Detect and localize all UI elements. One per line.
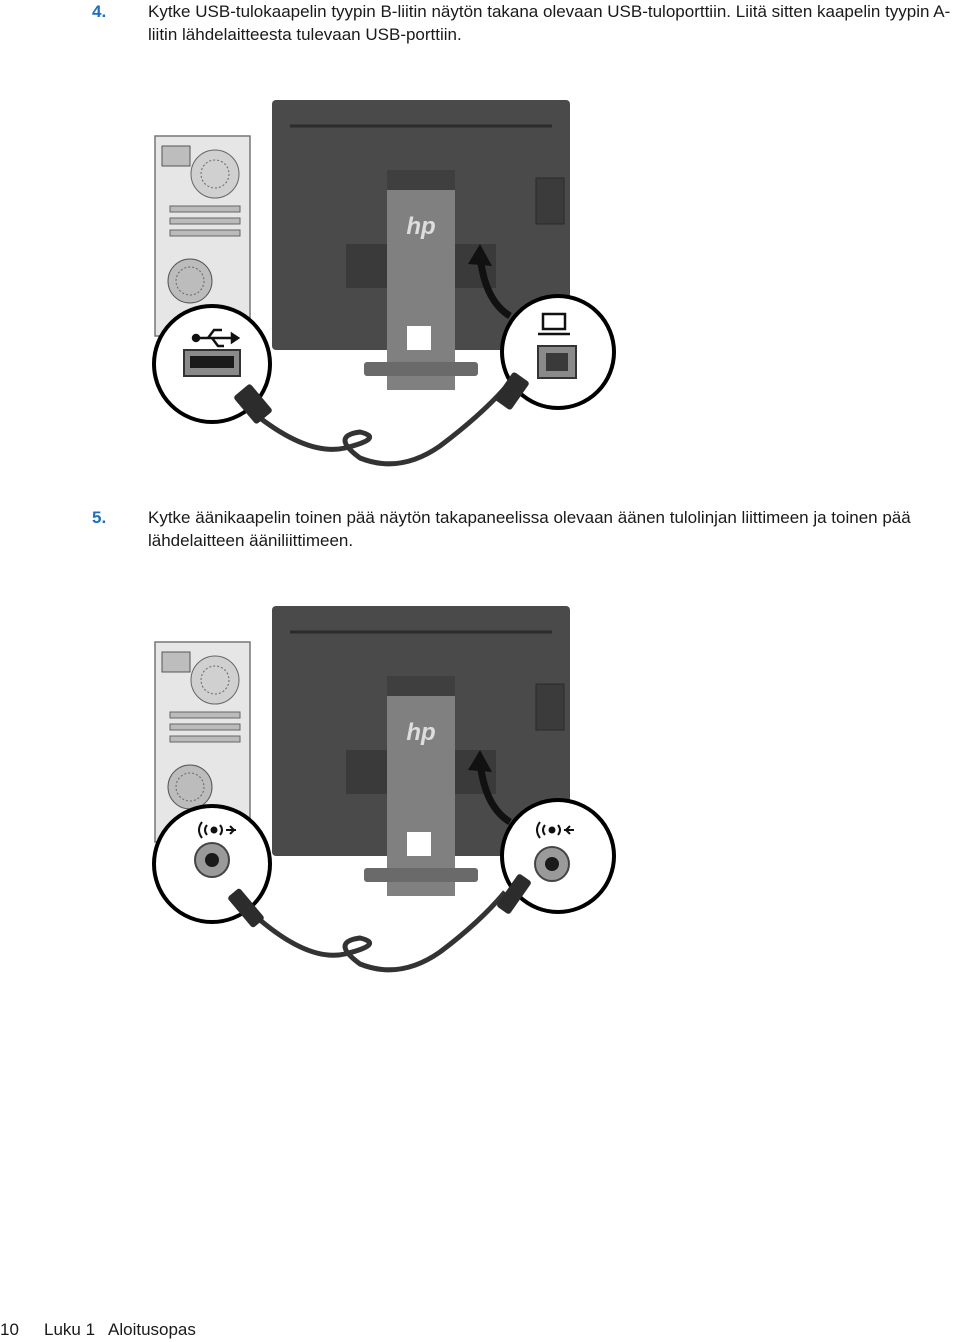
chapter-title: Aloitusopas: [108, 1320, 196, 1339]
step-number: 5.: [92, 508, 107, 527]
audio-connection-illustration: hp: [152, 606, 616, 973]
svg-text:hp: hp: [406, 213, 435, 240]
step-number: 4.: [92, 2, 107, 21]
usb-connection-illustration: hp: [152, 100, 616, 467]
usb-cable: [234, 372, 529, 467]
computer-icon: [538, 312, 570, 336]
monitor-back: hp: [272, 100, 570, 390]
usb-icon: [191, 328, 241, 348]
monitor-back: hp: [272, 606, 570, 896]
svg-text:hp: hp: [406, 719, 435, 746]
page-number: 10: [0, 1320, 19, 1339]
usb-b-port-zoom: [500, 294, 616, 410]
audio-cable: [228, 874, 531, 973]
chapter-label: Luku 1: [44, 1320, 96, 1339]
step-text: Kytke äänikaapelin toinen pää näytön tak…: [148, 508, 911, 550]
audio-in-icon: [198, 821, 236, 839]
audio-in-icon: [536, 821, 574, 839]
step-text: Kytke USB-tulokaapelin tyypin B-liitin n…: [148, 2, 951, 44]
pc-tower: [154, 135, 251, 337]
